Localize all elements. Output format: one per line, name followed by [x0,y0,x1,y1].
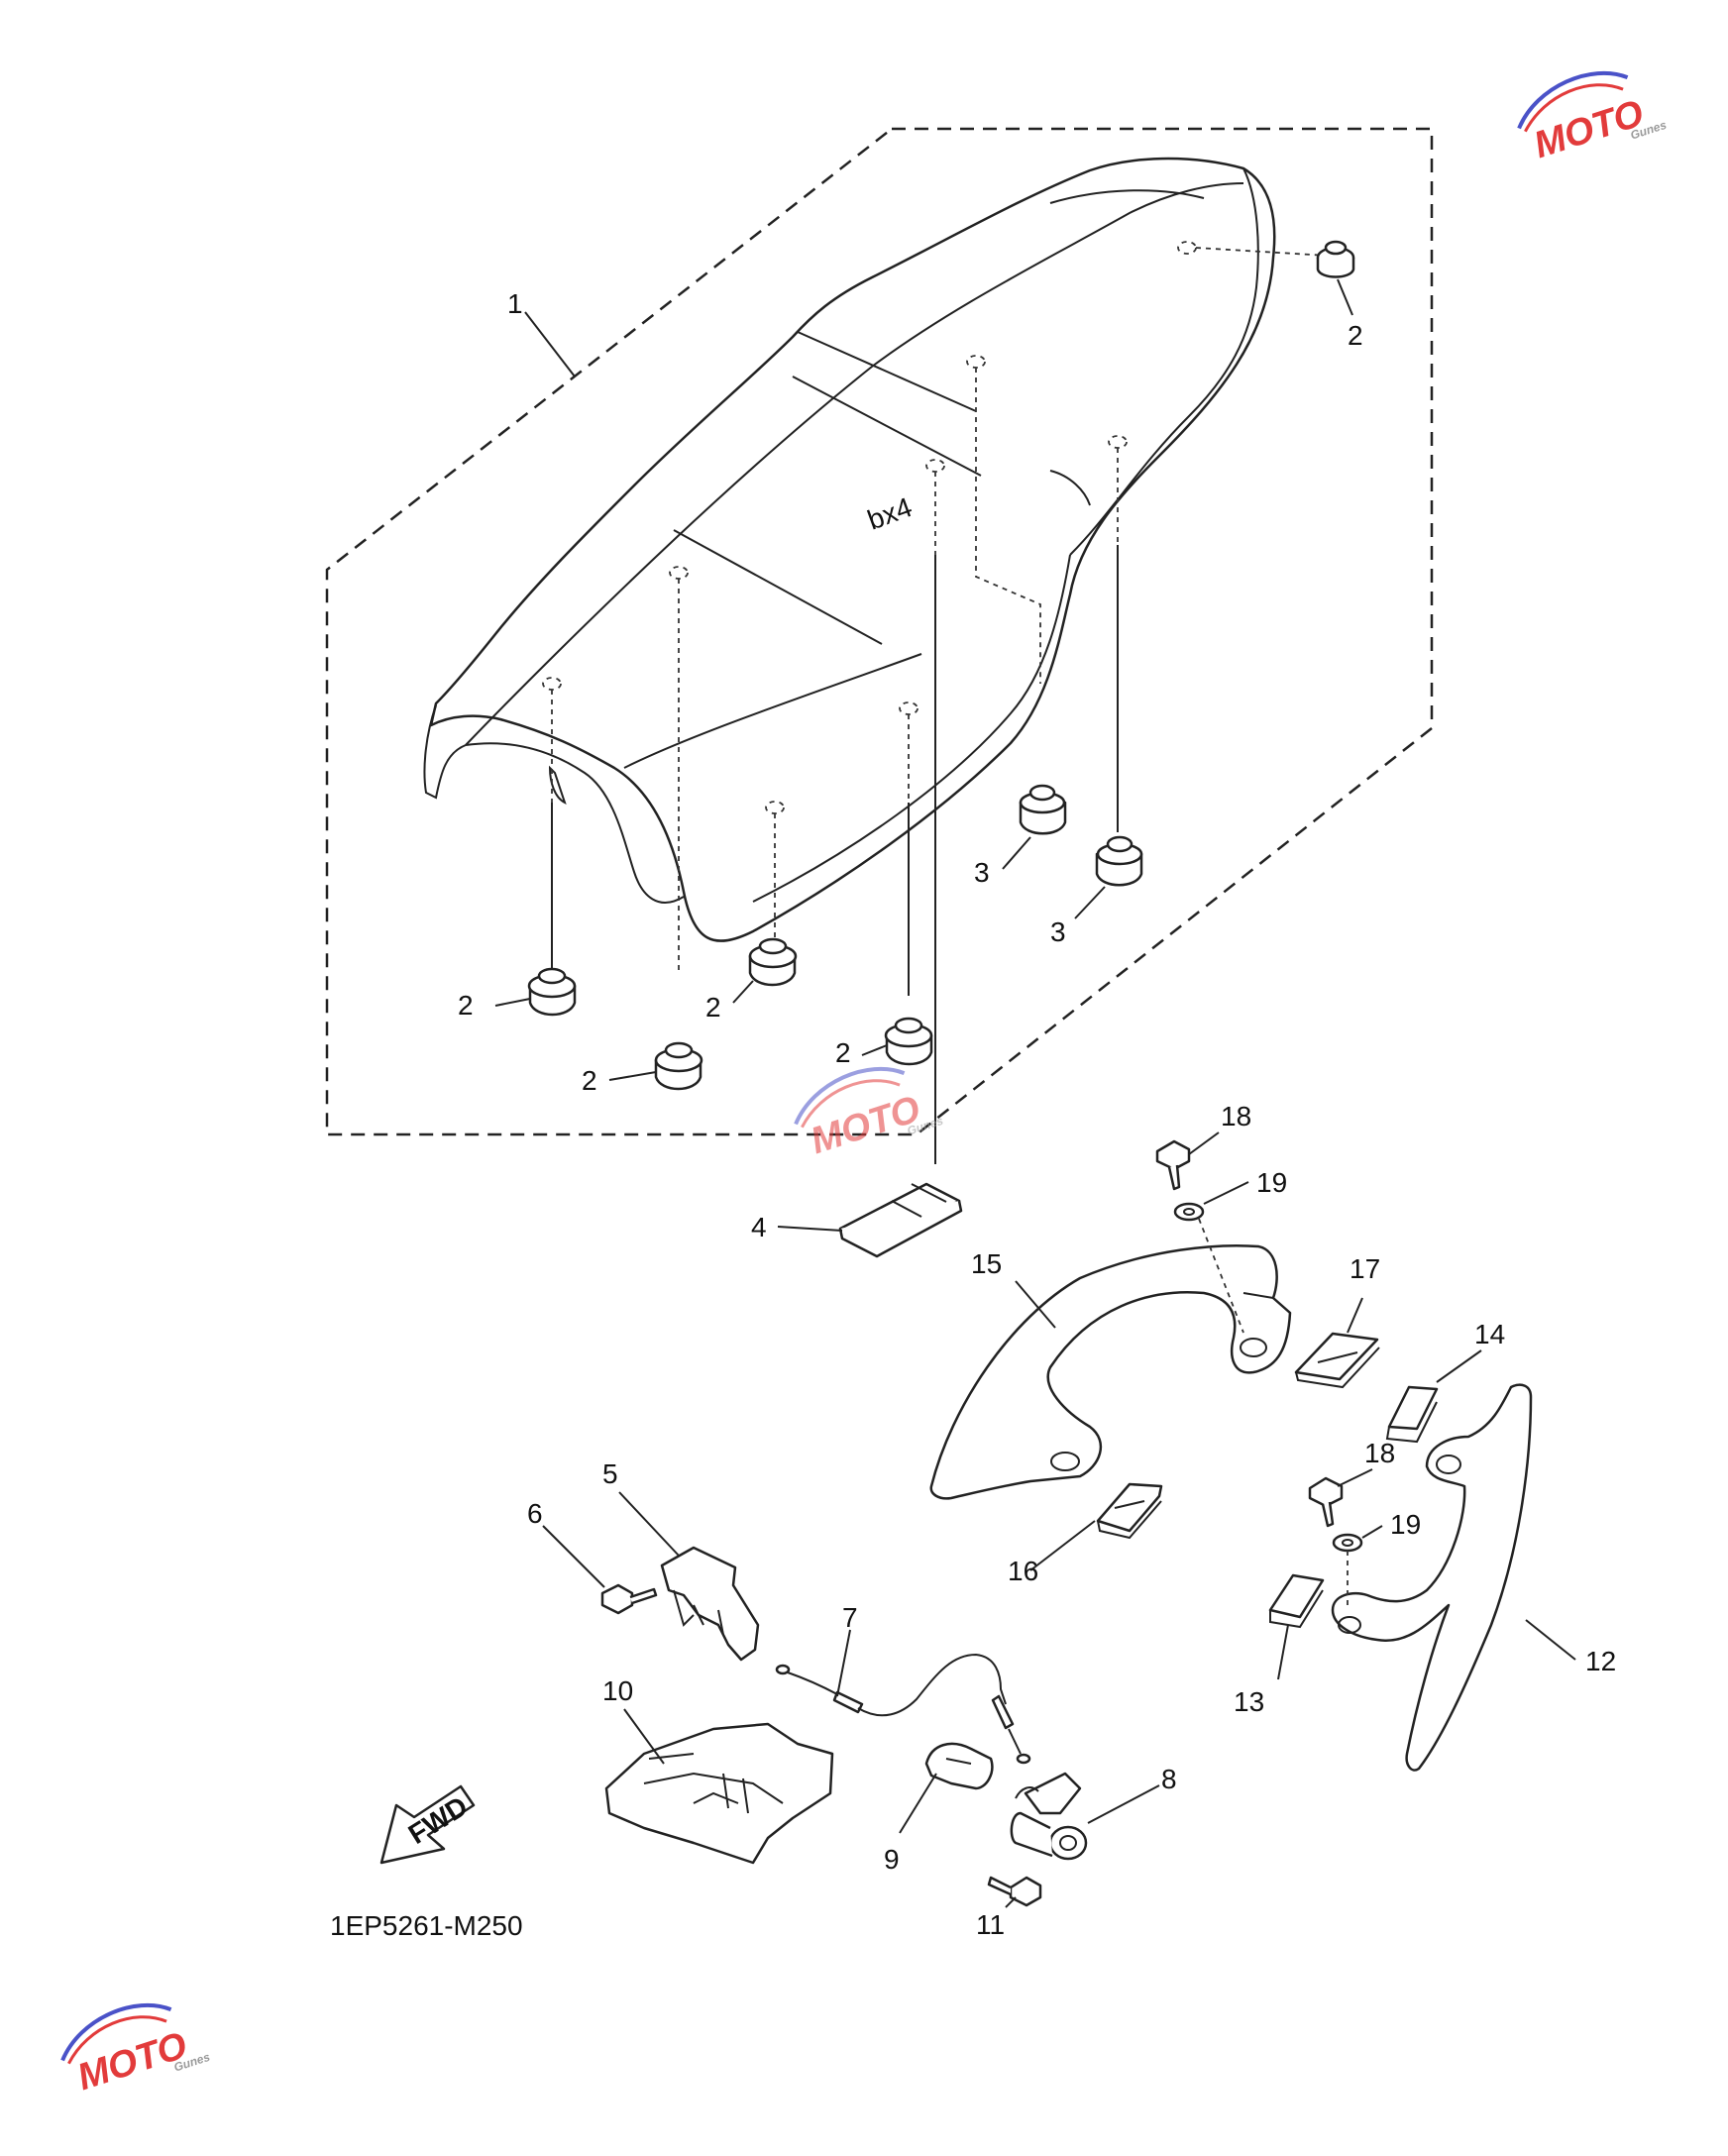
seat-lock [1010,1772,1088,1861]
watermark-logo-bottom: MOTO Gunes [60,2002,212,2099]
seat-assembly-boundary [325,127,1434,1136]
storage-tray [604,1722,834,1865]
damper-2b [748,937,798,987]
lock-bracket [660,1546,760,1662]
grab-bar-left [929,1244,1292,1500]
seat-bracket [838,1182,963,1258]
callout-18: 18 [1364,1438,1395,1468]
callout-15: 15 [971,1248,1002,1279]
lock-cover [924,1742,994,1790]
damper-2c [654,1041,703,1091]
callout-7: 7 [842,1602,858,1633]
damper-2d [884,1017,933,1066]
callout-19: 19 [1390,1509,1421,1540]
mounting-guides [542,241,1329,1164]
pad-16 [1096,1482,1163,1540]
washer-19-top [1173,1202,1244,1334]
damper-2a [527,967,577,1017]
grab-bar-right [1331,1383,1533,1772]
callout-16: 16 [1008,1556,1038,1586]
watermark-logo-middle: MOTO Gunes [794,1066,945,1162]
callout-2: 2 [458,990,474,1021]
callout-18: 18 [1221,1101,1251,1132]
damper-3a [1019,784,1067,835]
bolt-18-right [1308,1476,1344,1528]
callout-6: 6 [527,1498,543,1529]
pad-17 [1294,1332,1380,1389]
callout-11: 11 [976,1909,1005,1940]
callout-3: 3 [974,857,990,888]
callout-17: 17 [1350,1253,1380,1284]
release-cable [775,1653,1031,1765]
callout-3: 3 [1050,916,1066,947]
bolt-11 [987,1876,1042,1907]
callout-2: 2 [835,1037,851,1068]
callout-8: 8 [1161,1764,1177,1794]
seat: bx4 [423,157,1276,942]
callout-4: 4 [751,1212,767,1242]
bolt-6 [600,1583,658,1615]
callout-19: 19 [1256,1167,1287,1198]
callout-5: 5 [602,1458,618,1489]
pad-14 [1385,1385,1439,1444]
pad-13 [1268,1573,1325,1629]
callout-10: 10 [602,1675,633,1706]
callout-2: 2 [1348,320,1363,351]
callout-13: 13 [1234,1686,1264,1717]
callouts: 1 2 2 2 2 2 3 3 4 5 6 7 8 9 10 11 12 13 … [458,288,1616,1940]
diagram-code: 1EP5261-M250 [330,1910,523,1941]
callout-12: 12 [1585,1646,1616,1676]
leader-lines [494,278,1576,1908]
bolt-18-top [1155,1139,1191,1191]
callout-2: 2 [705,992,721,1023]
callout-14: 14 [1474,1319,1505,1349]
watermark-logo-top: MOTO Gunes [1517,70,1669,166]
damper-3b [1095,835,1143,887]
washer-19-right [1332,1533,1363,1610]
callout-9: 9 [884,1844,900,1875]
callout-1: 1 [507,288,523,319]
damper-2-top [1316,240,1355,278]
callout-2: 2 [582,1065,597,1096]
fwd-arrow: FWD [379,1784,476,1865]
